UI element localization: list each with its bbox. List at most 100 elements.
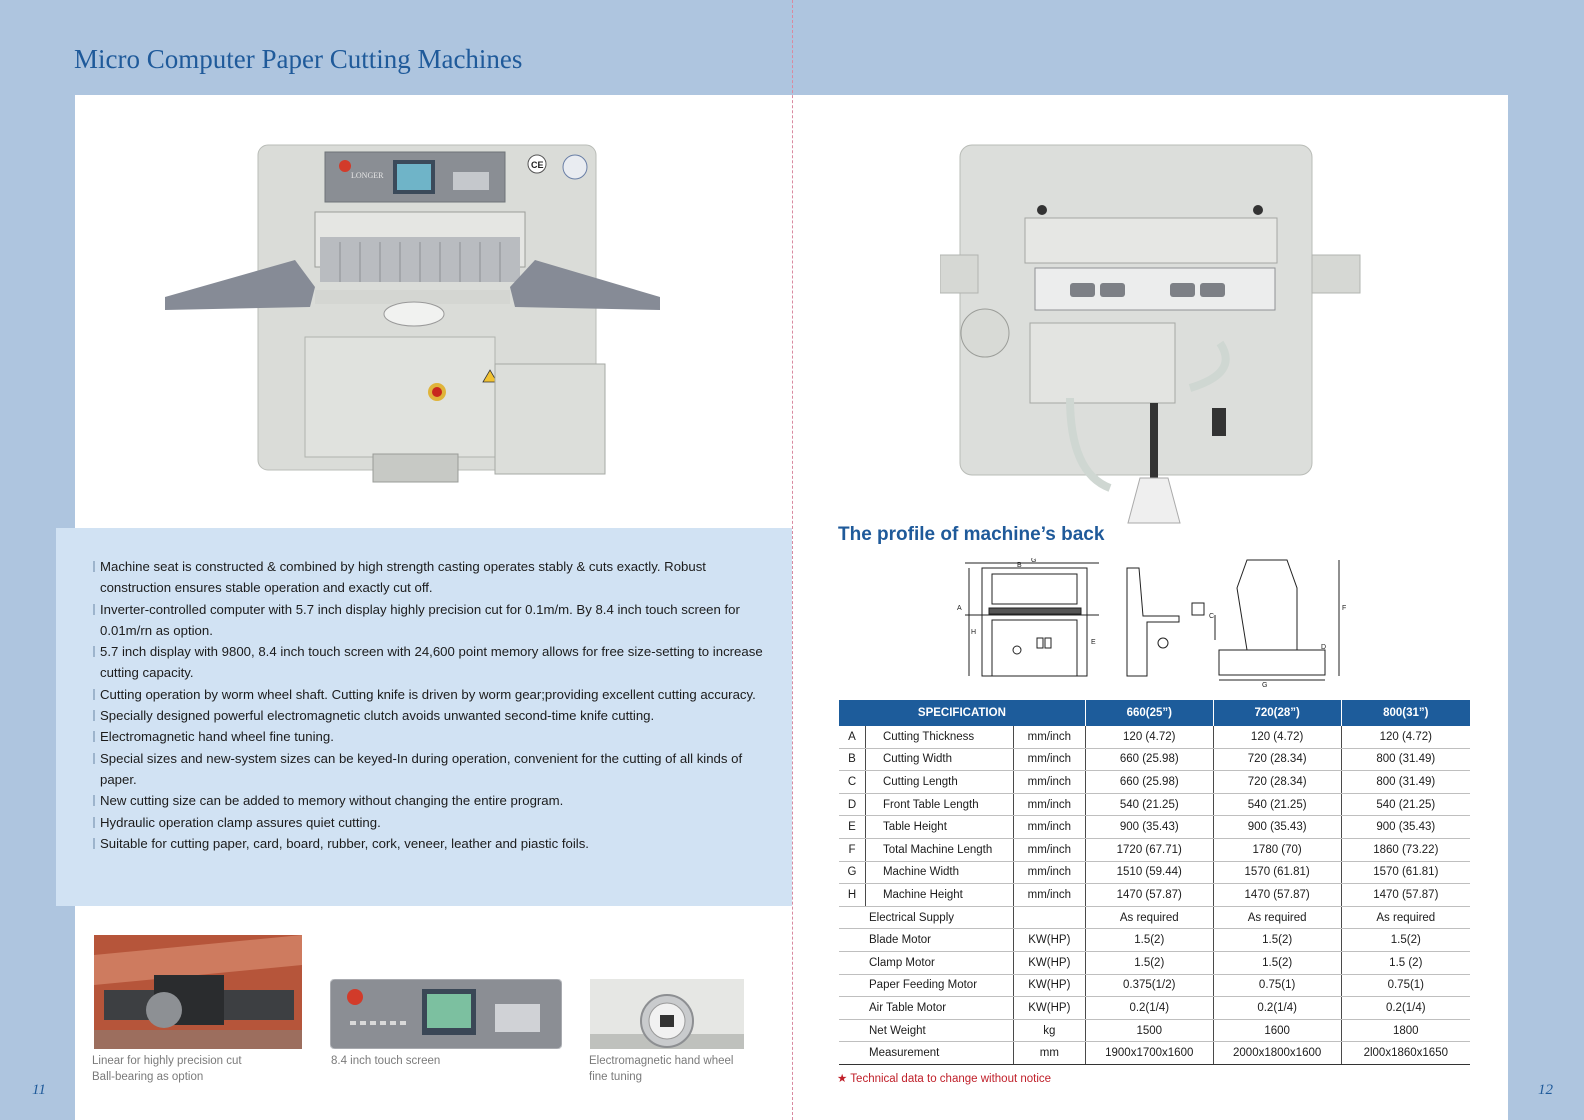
hand-wheel-photo: [590, 979, 744, 1049]
cell-660: 1500: [1084, 1019, 1214, 1043]
cell-660: 1510 (59.44): [1084, 861, 1214, 885]
row-unit: mm/inch: [1012, 748, 1086, 772]
cell-720: 900 (35.43): [1212, 815, 1342, 839]
row-unit: mm/inch: [1012, 770, 1086, 794]
row-label: Air Table Motor: [839, 996, 1014, 1020]
page-title: Micro Computer Paper Cutting Machines: [74, 44, 523, 74]
row-unit: kg: [1012, 1019, 1086, 1043]
spec-header-800: 800(31”): [1340, 700, 1470, 726]
wheel-caption-1: Electromagnetic hand wheel: [589, 1055, 734, 1067]
row-label: Table Height: [864, 815, 1014, 839]
back-machine-image: [940, 144, 1361, 524]
cell-720: 1570 (61.81): [1212, 861, 1342, 885]
cell-660: 1.5(2): [1084, 928, 1214, 952]
spec-header-specification: SPECIFICATION: [839, 700, 1086, 726]
cell-720: 2000x1800x1600: [1212, 1041, 1342, 1065]
dim-label-d: D: [1321, 644, 1326, 651]
row-label: Cutting Width: [864, 748, 1014, 772]
cell-660: 1720 (67.71): [1084, 838, 1214, 862]
cell-720: 0.75(1): [1212, 974, 1342, 998]
cell-800: 540 (21.25): [1340, 793, 1470, 817]
spec-header-660: 660(25”): [1084, 700, 1214, 726]
spec-header-720: 720(28”): [1212, 700, 1342, 726]
dim-label-c: C: [1209, 613, 1214, 620]
cell-720: 120 (4.72): [1212, 726, 1342, 749]
row-label: Paper Feeding Motor: [839, 974, 1014, 998]
cell-660: 540 (21.25): [1084, 793, 1214, 817]
row-label: Electrical Supply: [839, 906, 1014, 930]
row-label: Clamp Motor: [839, 951, 1014, 975]
linear-caption-1: Linear for highly precision cut: [92, 1055, 242, 1067]
cell-800: 1800: [1340, 1019, 1470, 1043]
feature-item: Machine seat is constructed & combined b…: [93, 556, 773, 599]
row-letter: G: [839, 861, 866, 885]
dim-label-h: H: [971, 629, 976, 636]
cell-720: 1.5(2): [1212, 928, 1342, 952]
row-label: Cutting Length: [864, 770, 1014, 794]
dim-label-e: E: [1091, 639, 1096, 646]
page-number-right: 12: [1538, 1082, 1553, 1098]
row-unit: mm/inch: [1012, 861, 1086, 885]
feature-item: New cutting size can be added to memory …: [93, 790, 773, 811]
cell-800: 1570 (61.81): [1340, 861, 1470, 885]
cell-660: 900 (35.43): [1084, 815, 1214, 839]
cell-720: As required: [1212, 906, 1342, 930]
row-letter: E: [839, 815, 866, 839]
row-letter: D: [839, 793, 866, 817]
screen-caption: 8.4 inch touch screen: [331, 1055, 441, 1067]
row-letter: F: [839, 838, 866, 862]
cell-800: 1.5(2): [1340, 928, 1470, 952]
row-unit: [1012, 906, 1086, 930]
feature-item: 5.7 inch display with 9800, 8.4 inch tou…: [93, 641, 773, 684]
features-panel: [56, 528, 792, 906]
row-unit: KW(HP): [1012, 996, 1086, 1020]
dim-label-f: F: [1342, 605, 1346, 612]
cell-800: 0.2(1/4): [1340, 996, 1470, 1020]
row-label: Measurement: [839, 1041, 1014, 1065]
brand-label: LONGER: [351, 171, 384, 180]
row-unit: mm/inch: [1012, 883, 1086, 907]
cell-720: 1470 (57.87): [1212, 883, 1342, 907]
dim-label-g: G: [1031, 558, 1036, 564]
feature-item: Electromagnetic hand wheel fine tuning.: [93, 726, 773, 747]
cell-720: 1.5(2): [1212, 951, 1342, 975]
touch-screen-photo: [330, 979, 562, 1049]
row-unit: mm/inch: [1012, 793, 1086, 817]
linear-guide-photo: [94, 935, 302, 1049]
cell-660: As required: [1084, 906, 1214, 930]
profile-title: The profile of machine’s back: [838, 524, 1105, 545]
row-unit: mm: [1012, 1041, 1086, 1065]
cell-800: 120 (4.72): [1340, 726, 1470, 749]
cell-720: 720 (28.34): [1212, 770, 1342, 794]
row-letter: H: [839, 883, 866, 907]
cell-720: 720 (28.34): [1212, 748, 1342, 772]
cell-720: 1600: [1212, 1019, 1342, 1043]
page-fold-line: [792, 0, 793, 1120]
cell-800: As required: [1340, 906, 1470, 930]
row-letter: B: [839, 748, 866, 772]
row-letter: C: [839, 770, 866, 794]
cell-800: 2l00x1860x1650: [1340, 1041, 1470, 1065]
cell-800: 800 (31.49): [1340, 770, 1470, 794]
cell-660: 0.375(1/2): [1084, 974, 1214, 998]
cell-660: 1470 (57.87): [1084, 883, 1214, 907]
row-unit: mm/inch: [1012, 726, 1086, 749]
cell-720: 1780 (70): [1212, 838, 1342, 862]
dim-label-a: A: [957, 605, 962, 612]
cell-660: 660 (25.98): [1084, 770, 1214, 794]
cell-720: 0.2(1/4): [1212, 996, 1342, 1020]
cell-660: 120 (4.72): [1084, 726, 1214, 749]
feature-item: Specially designed powerful electromagne…: [93, 705, 773, 726]
row-letter: A: [839, 726, 866, 749]
row-label: Total Machine Length: [864, 838, 1014, 862]
